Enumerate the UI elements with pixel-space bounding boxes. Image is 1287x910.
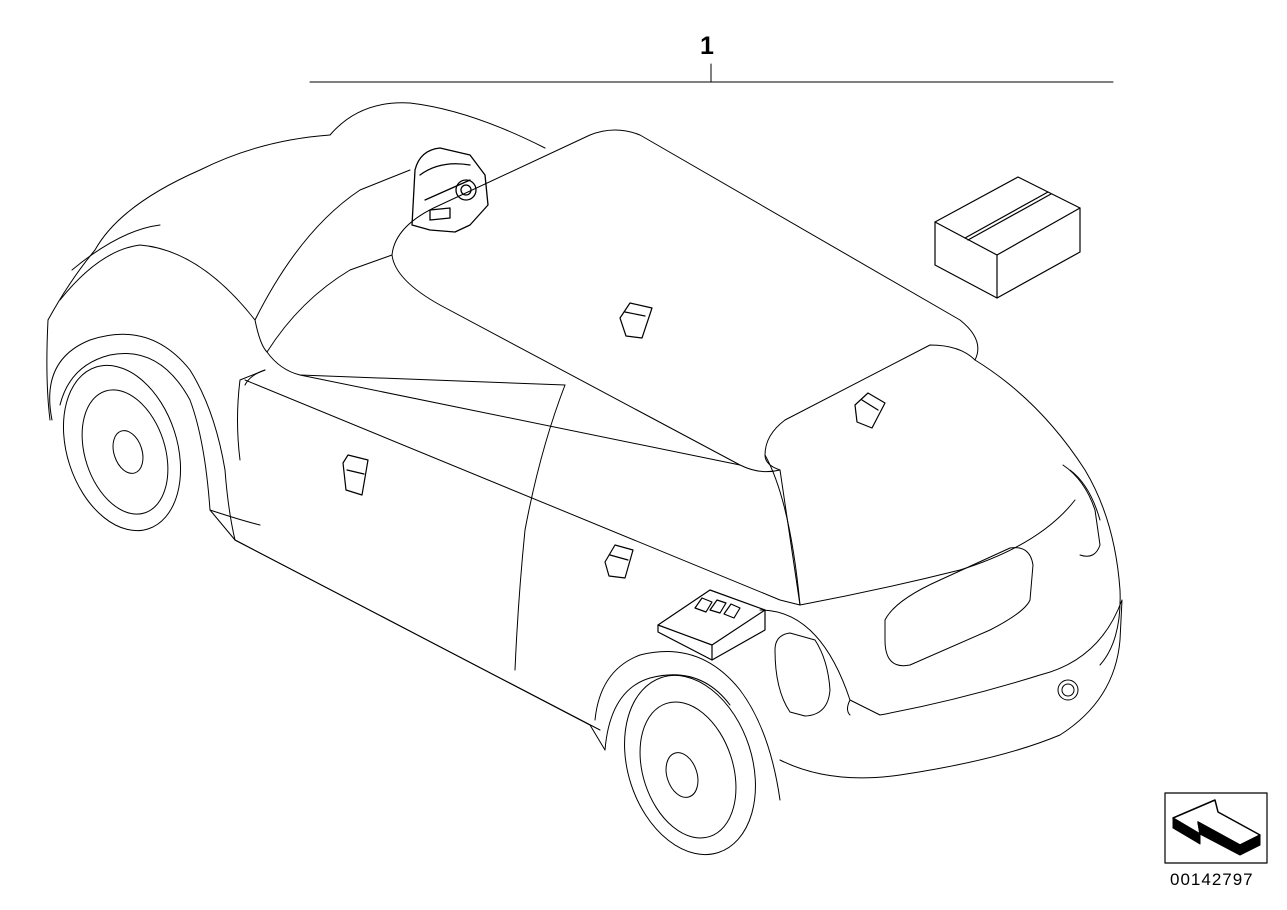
sensor-module-icon <box>619 302 653 339</box>
diagram-number: 00142797 <box>1170 870 1254 889</box>
control-box-icon <box>657 589 766 661</box>
callout-bracket <box>309 63 1114 83</box>
package-box-icon <box>934 176 1081 299</box>
part-callout-number: 1 <box>700 32 714 60</box>
sensor-module-icon <box>854 392 886 429</box>
sensor-module-icon <box>604 544 634 579</box>
direction-arrow-icon <box>1164 792 1268 864</box>
sensor-module-icon <box>342 454 369 496</box>
car-outline-icon <box>46 102 1123 856</box>
siren-icon <box>411 147 489 233</box>
